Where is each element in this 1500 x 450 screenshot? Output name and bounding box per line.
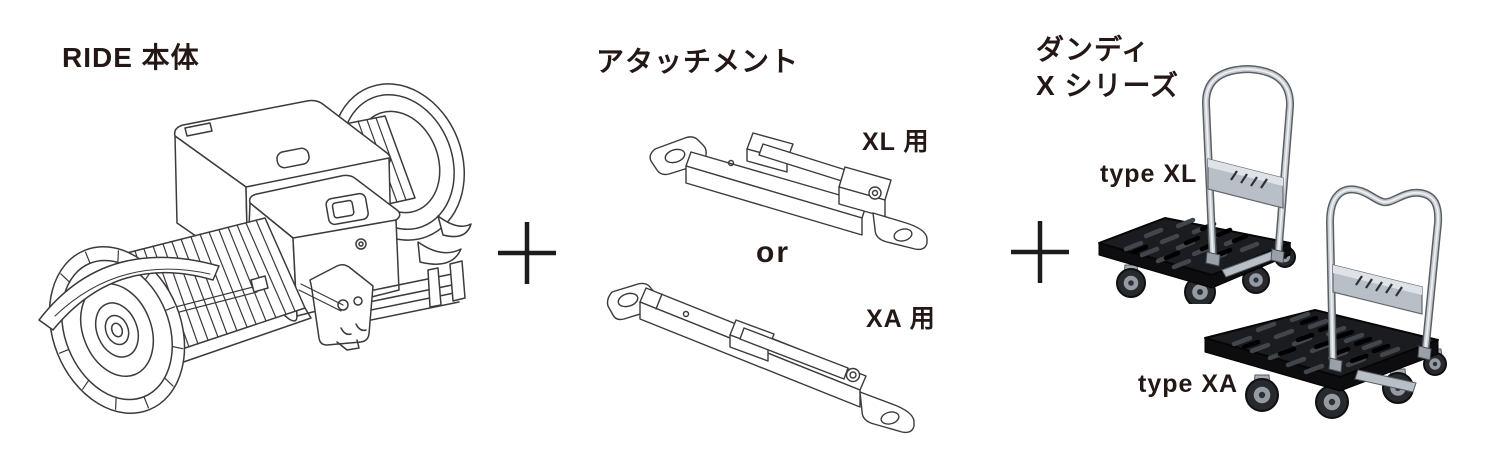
dandy-cart-xl-illustration [1098, 64, 1296, 304]
dandy-type-xa-label: type XA [1138, 370, 1239, 398]
plus-icon [1011, 221, 1069, 283]
ride-title: RIDE 本体 [62, 42, 200, 73]
attachment-xa-label: XA 用 [866, 305, 936, 333]
cart-xl-handle [1201, 64, 1295, 267]
ride-unit-illustration [38, 83, 472, 415]
attachment-title: アタッチメント [596, 46, 800, 77]
attachment-xl-label: XL 用 [862, 128, 930, 156]
dandy-type-xl-label: type XL [1100, 160, 1198, 188]
attachment-xl-illustration [649, 132, 928, 251]
attachment-or-label: or [756, 236, 790, 269]
ride-hitch-assembly [298, 260, 466, 351]
cart-xa-platform [1204, 309, 1439, 393]
attachment-xa-illustration [606, 282, 915, 434]
dandy-title: ダンディ X シリーズ [1036, 32, 1179, 104]
plus-icon [498, 222, 556, 284]
dandy-title-line-2: X シリーズ [1036, 70, 1180, 101]
dandy-cart-xa-illustration [1204, 185, 1447, 419]
cart-xa-handle [1325, 185, 1443, 373]
dandy-title-line-1: ダンディ [1036, 34, 1151, 65]
